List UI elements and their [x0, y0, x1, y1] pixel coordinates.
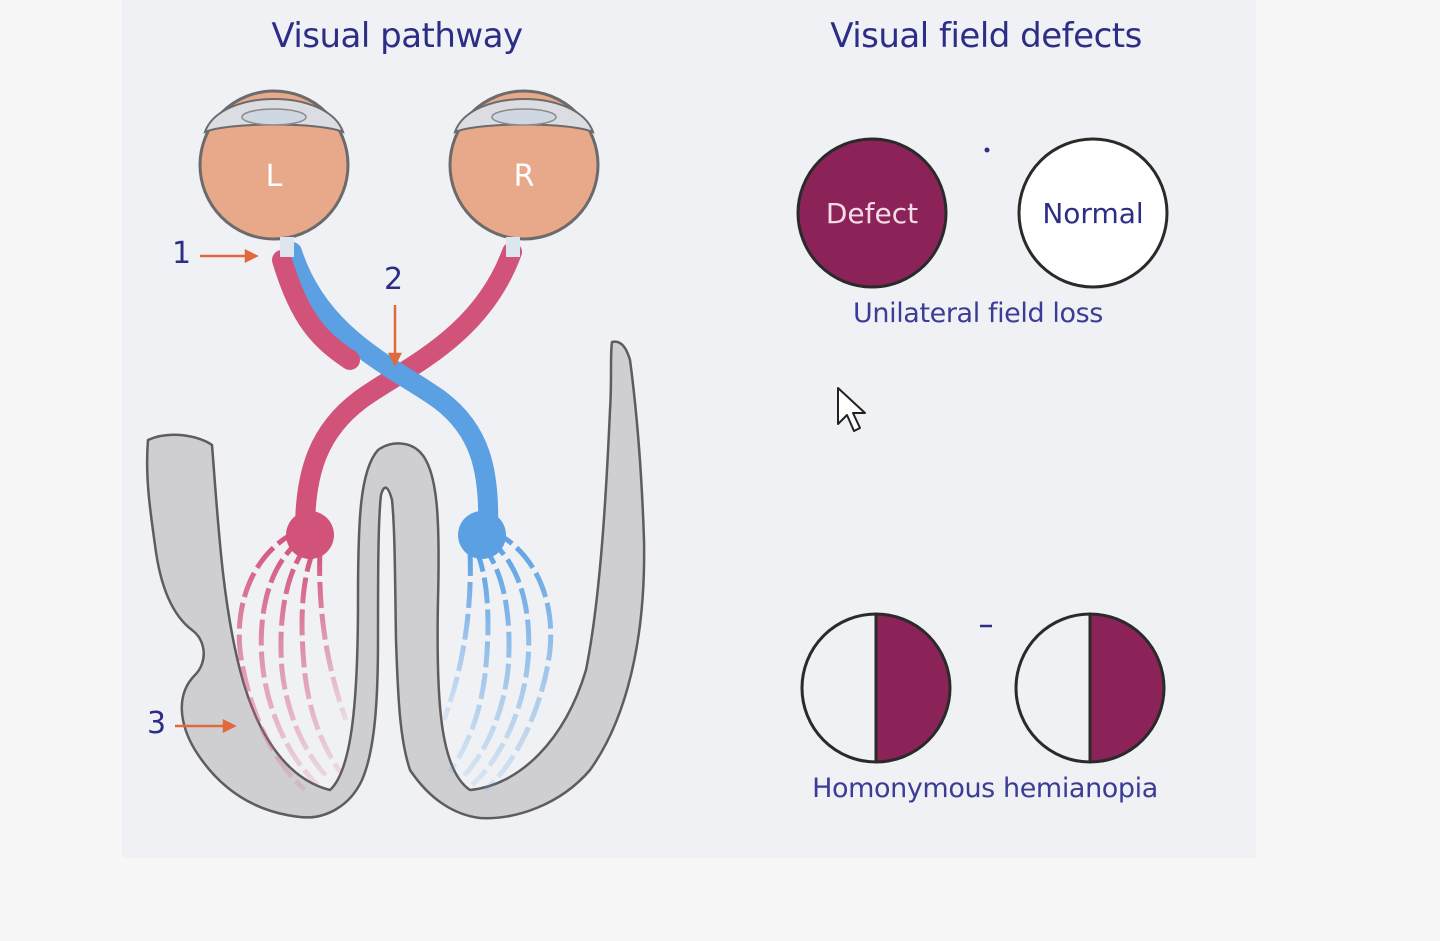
marker-arrows — [175, 248, 403, 734]
left-hemianopia-field — [800, 612, 952, 764]
mouse-pointer-icon — [837, 387, 866, 432]
visual-field-defects-title: Visual field defects — [830, 16, 1142, 56]
right-geniculate — [458, 511, 506, 559]
marker-1: 1 — [172, 236, 192, 271]
unilateral-field-loss-caption: Unilateral field loss — [853, 298, 1103, 329]
left-geniculate — [286, 511, 334, 559]
right-eye-pathway — [282, 242, 499, 540]
right-eyeball — [448, 89, 600, 257]
normal-label: Normal — [1042, 197, 1143, 230]
normal-field-circle — [1017, 137, 1169, 289]
right-radiation-fibres — [441, 527, 554, 792]
defect-label: Defect — [826, 197, 918, 230]
defect-field-circle — [796, 137, 948, 289]
left-eye-pathway — [295, 242, 522, 540]
left-eye-label: L — [266, 159, 283, 194]
marker-2: 2 — [384, 262, 404, 297]
right-eye-label: R — [514, 159, 535, 194]
left-eyeball — [198, 89, 350, 257]
marker-3: 3 — [147, 706, 167, 741]
homonymous-hemianopia-caption: Homonymous hemianopia — [812, 773, 1158, 804]
occipital-cortex — [145, 340, 646, 820]
left-radiation-fibres — [236, 527, 349, 792]
visual-pathway-title: Visual pathway — [271, 16, 523, 56]
right-hemianopia-field — [1014, 612, 1166, 764]
